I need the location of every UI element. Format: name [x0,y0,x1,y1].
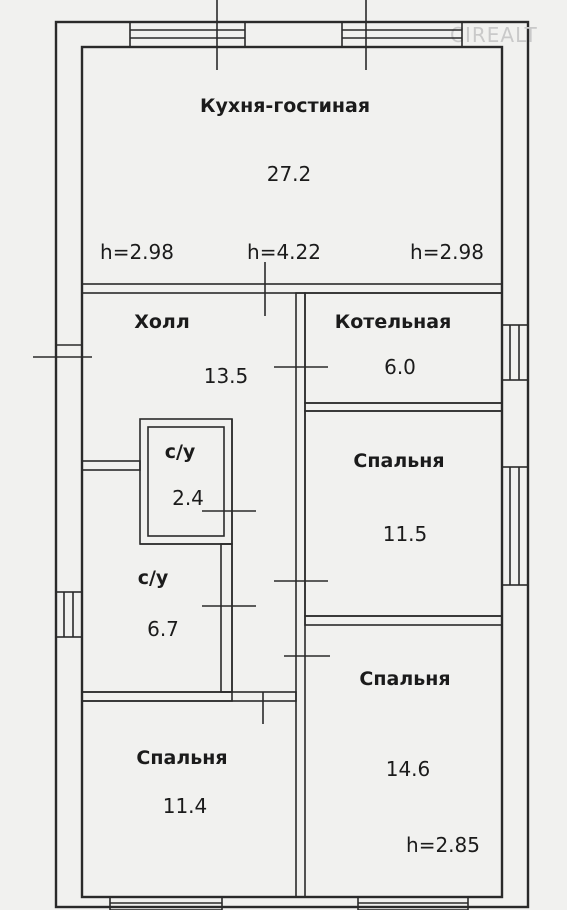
room-area: 11.5 [383,522,428,546]
room-area: 11.4 [163,794,208,818]
room-area: 2.4 [172,486,204,510]
window-left-bathroom [55,591,83,638]
window-right-boiler [501,324,529,381]
room-bedroom-small: Спальня 11.4 [136,747,227,818]
height-label: h=4.22 [247,240,321,264]
room-name: Холл [134,311,190,333]
room-wc-small: с/у 2.4 [165,441,204,510]
room-name: с/у [138,567,169,589]
room-area: 6.7 [147,617,179,641]
room-boiler: Котельная 6.0 [335,311,452,379]
room-name: Спальня [136,747,227,769]
room-area: 13.5 [204,364,249,388]
entrance-left [33,344,92,358]
outer-walls [54,20,530,909]
window-right-bedroom [501,466,529,586]
room-area: 14.6 [386,757,431,781]
room-name: Спальня [359,668,450,690]
height-label: h=2.85 [406,833,480,857]
height-label: h=2.98 [100,240,174,264]
door-marks [202,262,330,724]
room-name: Кухня-гостиная [200,95,370,117]
room-area: 27.2 [267,162,312,186]
room-area: 6.0 [384,355,416,379]
window-top-left [129,0,246,70]
room-bedroom-large: Спальня 14.6 [359,668,450,781]
room-wc-large: с/у 6.7 [138,567,179,641]
window-bottom-left [109,896,223,910]
room-name: с/у [165,441,196,463]
height-label: h=2.98 [410,240,484,264]
ceiling-heights: h=2.98 h=4.22 h=2.98 h=2.85 [100,240,484,857]
room-name: Спальня [353,450,444,472]
interior-walls [81,283,503,898]
room-bedroom-middle: Спальня 11.5 [353,450,444,546]
watermark: CIREALT [450,23,538,47]
room-name: Котельная [335,311,452,333]
window-bottom-right [357,896,469,910]
window-top-right [341,0,463,70]
room-kitchen-living: Кухня-гостиная 27.2 [200,95,370,186]
room-hall: Холл 13.5 [134,311,248,388]
